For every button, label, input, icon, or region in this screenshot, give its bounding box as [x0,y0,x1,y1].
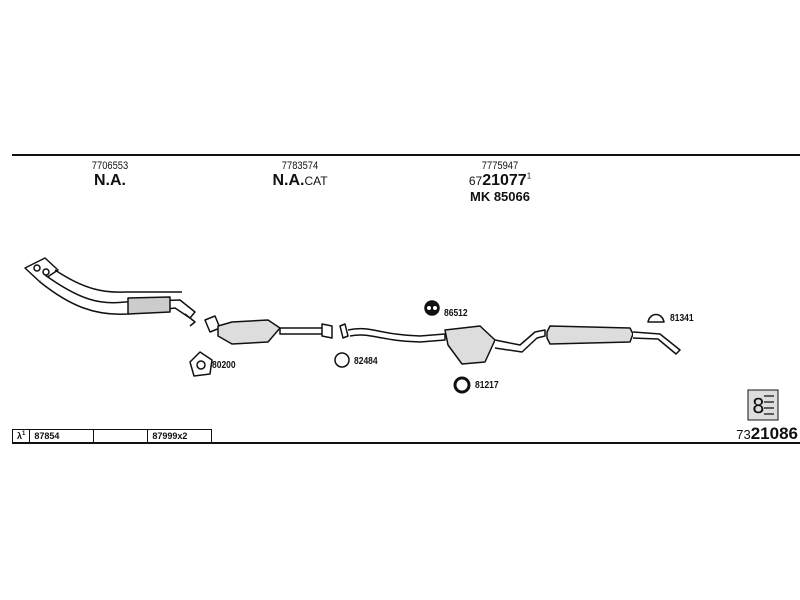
middle-pipe[interactable] [339,323,546,365]
kit-number: MK 85066 [470,188,530,204]
catalytic-converter[interactable] [204,315,333,345]
ring-81217-icon [453,376,471,394]
codes-table: λ1 87854 87999x2 [11,429,213,443]
clamp-81341-icon [647,313,665,323]
part-label-80200: 80200 [212,360,236,371]
diagram-number: 7321086 [736,424,798,444]
code-cell: 87854 [29,429,95,443]
lambda-symbol: λ [17,431,23,441]
part-label-82484: 82484 [354,356,378,367]
diagram-prefix: 73 [736,427,751,442]
code-main: 21077 [482,172,527,190]
column-front-pipe: 7706553 N.A. [40,160,180,190]
part-label-81341: 81341 [670,313,694,324]
code-prefix: 67 [468,174,483,189]
lambda-cell: λ1 [11,429,31,443]
front-pipe[interactable] [24,257,196,327]
column-catalyst: 7783574 N.A.CAT [230,160,370,190]
part-number: 7783574 [281,160,319,172]
part-number: 7775947 [481,160,519,172]
lambda-sup: 1 [22,431,26,437]
part-suffix: CAT [304,174,328,189]
part-label: N.A. [94,172,126,190]
rear-silencer[interactable] [546,325,681,355]
bottom-rule [12,442,800,444]
part-label-86512: 86512 [444,308,468,319]
part-number: 7706553 [91,160,129,172]
code-cell: 87999x2 [147,429,213,443]
part-label-81217: 81217 [475,380,499,391]
hanger-86512-icon [424,300,440,316]
code-cell [93,429,149,443]
diagram-main: 21086 [750,424,798,443]
svg-text:8: 8 [752,394,765,418]
part-label: N.A. [272,172,305,190]
column-rear: 7775947 67210771 MK 85066 [430,160,570,204]
ring-82484-icon [334,352,350,368]
code-sup: 1 [526,171,532,181]
manufacturer-logo-icon: 8 [747,389,779,421]
top-rule [12,154,800,156]
